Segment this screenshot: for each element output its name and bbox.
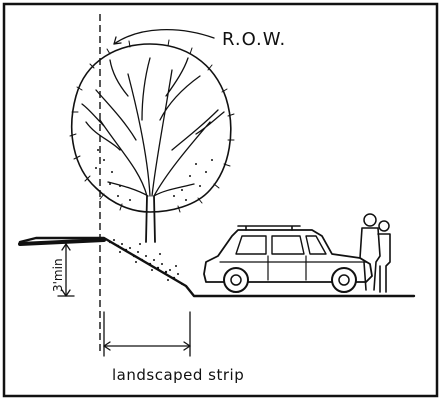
car-door — [219, 255, 367, 281]
pedestrian-head — [363, 213, 377, 227]
car — [203, 225, 373, 293]
foliage-stipple — [95, 149, 213, 201]
car-windows — [235, 235, 327, 255]
car-body — [203, 229, 373, 283]
ground-profile — [18, 236, 416, 298]
tree-branches — [81, 57, 225, 197]
slope-stipple — [108, 239, 183, 285]
ground-profile-thick — [18, 238, 106, 246]
tree-trunk — [145, 195, 156, 243]
car-roof-rack — [237, 225, 301, 231]
pedestrian-body — [359, 227, 381, 291]
pedestrian-body-2 — [377, 233, 391, 293]
pedestrian-head-2 — [378, 220, 390, 232]
row-label: R.O.W. — [222, 29, 286, 50]
tree-canopy — [69, 39, 235, 213]
row-leader-arrowhead — [113, 36, 122, 45]
tree — [69, 39, 235, 243]
pedestrians — [359, 213, 391, 293]
strip-dimension — [103, 311, 191, 357]
diagram-frame — [2, 2, 439, 398]
row-leader — [113, 28, 215, 45]
strip-label: landscaped strip — [112, 366, 244, 384]
min-height-dimension — [57, 243, 75, 297]
min-height-label: 3'min — [51, 258, 65, 292]
